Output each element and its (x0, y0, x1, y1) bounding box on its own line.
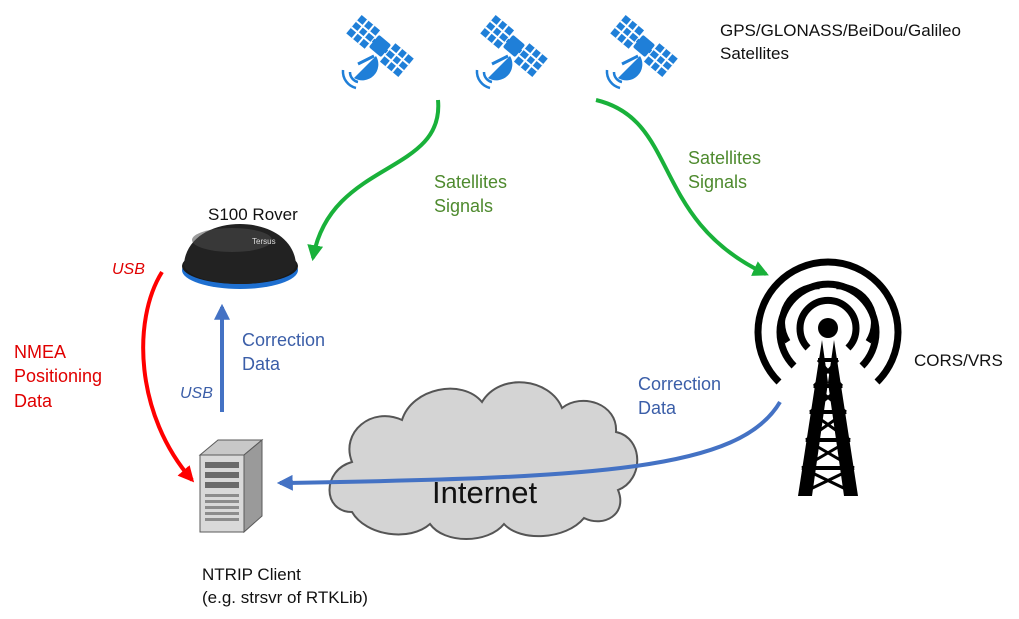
cors-tower-icon (754, 258, 902, 496)
ntrip-client-label: NTRIP Client (e.g. strsvr of RTKLib) (202, 564, 368, 610)
ntrip-client-line1: NTRIP Client (202, 565, 301, 584)
usb-label-top: USB (112, 261, 145, 278)
internet-cloud (328, 381, 639, 540)
correction-rover-line1: Correction (242, 330, 326, 350)
nmea-label: NMEA Positioning Data (14, 340, 102, 413)
satellite-icon (475, 13, 550, 90)
usb-label-mid: USB (180, 385, 213, 402)
rover-label: S100 Rover (208, 205, 298, 224)
satellites-label: GPS/GLONASS/BeiDou/Galileo Satellites (720, 20, 961, 66)
satellite-signal-arrow-to-rover (307, 99, 441, 262)
signals-label-right: Satellites Signals (688, 146, 761, 195)
ntrip-client-line2: (e.g. strsvr of RTKLib) (202, 587, 368, 607)
signals-left-line2: Signals (434, 196, 494, 217)
internet-label: Internet (432, 475, 538, 510)
nmea-line3: Data (14, 390, 53, 411)
correction-label-cors: Correction Data (638, 372, 721, 421)
nmea-line2: Positioning (14, 366, 103, 387)
signals-label-left: Satellites Signals (434, 170, 507, 219)
signals-right-line2: Signals (688, 172, 748, 193)
correction-data-arrow-from-cors (276, 400, 782, 491)
satellite-signal-arrow-to-cors (595, 98, 769, 276)
rover-device-icon: Tersus (182, 224, 298, 289)
cors-label: CORS/VRS (914, 351, 1003, 370)
nmea-data-arrow (141, 270, 195, 483)
nmea-line1: NMEA (14, 342, 67, 362)
satellites-label-line1: GPS/GLONASS/BeiDou/Galileo (720, 21, 961, 40)
satellite-icon (341, 13, 416, 90)
signals-right-line1: Satellites (688, 148, 762, 168)
correction-rover-line2: Data (242, 354, 281, 375)
rover-brand-text: Tersus (252, 237, 276, 246)
correction-label-rover: Correction Data (242, 328, 325, 377)
signals-left-line1: Satellites (434, 172, 508, 192)
satellite-icon (605, 13, 680, 90)
correction-cors-line1: Correction (638, 374, 722, 394)
correction-cors-line2: Data (638, 398, 677, 419)
server-icon (198, 438, 264, 534)
satellites-label-line2: Satellites (720, 43, 789, 63)
